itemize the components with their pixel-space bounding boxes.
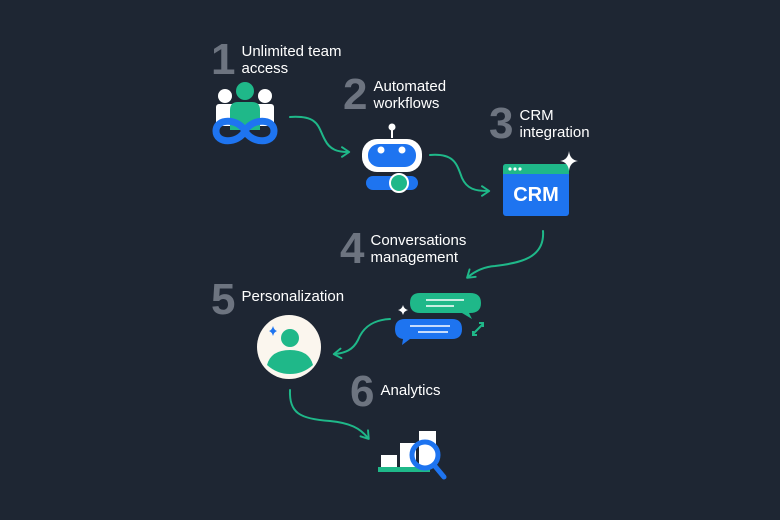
step-number: 4 bbox=[340, 224, 365, 273]
step-6: 6 Analytics bbox=[350, 367, 441, 416]
step-3: 3 CRM integration bbox=[489, 99, 590, 148]
arrow-4-to-5 bbox=[332, 318, 391, 360]
team-infinity-icon bbox=[212, 82, 278, 145]
user-avatar-icon bbox=[257, 315, 321, 379]
step-number: 1 bbox=[211, 35, 236, 84]
step-2: 2 Automated workflows bbox=[343, 70, 447, 119]
sparkle-icon bbox=[398, 305, 408, 315]
arrow-1-to-2 bbox=[289, 115, 351, 158]
step-number: 3 bbox=[489, 99, 514, 148]
crm-window-icon: CRM bbox=[503, 151, 578, 216]
step-label: Conversations management bbox=[370, 232, 467, 266]
step-label: Personalization bbox=[241, 288, 345, 305]
sparkle-icon bbox=[269, 326, 277, 336]
step-label: CRM integration bbox=[519, 107, 590, 141]
robot-icon bbox=[362, 123, 422, 193]
step-1: 1 Unlimited team access bbox=[211, 35, 342, 84]
arrow-5-to-6 bbox=[288, 389, 370, 440]
chat-bubbles-icon bbox=[395, 293, 484, 345]
step-4: 4 Conversations management bbox=[340, 224, 467, 273]
step-label: Analytics bbox=[380, 382, 441, 399]
step-label: Unlimited team access bbox=[241, 43, 342, 77]
arrow-3-to-4 bbox=[466, 230, 545, 279]
step-label: Automated workflows bbox=[373, 78, 447, 112]
step-number: 2 bbox=[343, 70, 368, 119]
step-5: 5 Personalization bbox=[211, 275, 345, 324]
sparkle-icon bbox=[560, 151, 578, 171]
step-number: 5 bbox=[211, 275, 236, 324]
arrow-2-to-3 bbox=[429, 153, 491, 197]
analytics-magnifier-icon bbox=[378, 431, 447, 480]
step-number: 6 bbox=[350, 367, 375, 416]
crm-icon-text: CRM bbox=[513, 184, 559, 206]
